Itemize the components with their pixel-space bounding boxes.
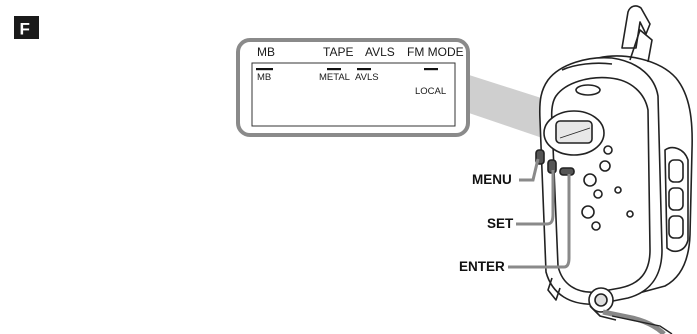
lcd-label-avls: AVLS [365, 45, 395, 59]
strap-hook [547, 277, 561, 301]
belt-clip [621, 5, 651, 49]
side-button-3[interactable] [668, 215, 684, 239]
lcd-bar-avls [357, 68, 371, 71]
lcd-bar-local [424, 68, 438, 71]
lcd-bar-metal [327, 68, 341, 71]
enter-button[interactable] [559, 167, 575, 176]
lcd-indicator-avls: AVLS [355, 72, 379, 83]
lcd-indicator-mb: MB [257, 72, 271, 83]
lcd-callout-pointer [466, 74, 560, 144]
device-display [543, 110, 605, 156]
leader-set [516, 170, 555, 226]
top-button [575, 84, 601, 96]
callout-set: SET [487, 216, 514, 231]
lcd-display-window [251, 62, 456, 127]
cassette-player-illustration [535, 5, 693, 313]
side-button-2[interactable] [668, 187, 684, 211]
lcd-bar-mb [256, 68, 273, 71]
section-badge: F [14, 16, 39, 39]
lcd-indicator-metal: METAL [319, 72, 350, 83]
lcd-label-fm-mode: FM MODE [407, 45, 464, 59]
section-badge-letter: F [20, 20, 30, 39]
lcd-label-mb: MB [257, 45, 275, 59]
lcd-label-tape: TAPE [323, 45, 353, 59]
headphone-cable [589, 305, 673, 334]
leader-enter [508, 174, 571, 269]
callout-menu: MENU [472, 172, 512, 187]
leader-menu [519, 158, 540, 182]
side-button-1[interactable] [668, 159, 684, 183]
callout-labels: MENU SET ENTER [459, 158, 571, 274]
lcd-callout: MB TAPE AVLS FM MODE MB METAL AVLS LOCAL [236, 38, 560, 144]
lcd-indicator-local: LOCAL [415, 86, 446, 97]
callout-enter: ENTER [459, 259, 505, 274]
